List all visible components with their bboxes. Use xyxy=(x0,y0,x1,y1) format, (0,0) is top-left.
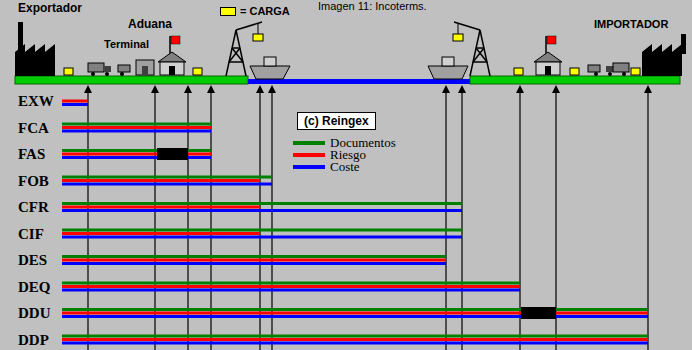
incoterm-code: EXW xyxy=(18,93,54,109)
cargo-box xyxy=(253,34,263,41)
transfer-block xyxy=(521,307,556,319)
incoterm-bar xyxy=(62,342,648,345)
port-crane xyxy=(454,22,490,76)
export-trucks xyxy=(88,63,130,76)
cargo-box xyxy=(193,68,202,75)
cargo-box xyxy=(64,68,73,75)
incoterm-bar xyxy=(62,209,462,212)
incoterm-bar xyxy=(62,179,260,182)
exporter-label: Exportador xyxy=(18,1,82,15)
incoterm-code: DES xyxy=(18,252,47,268)
incoterm-code: FAS xyxy=(18,146,45,162)
sea xyxy=(248,79,470,84)
terminal-label: Terminal xyxy=(104,38,149,51)
legend-text: Coste xyxy=(330,160,360,174)
incoterm-bar xyxy=(62,100,88,103)
incoterm-code: DDP xyxy=(18,332,49,348)
cargo-box xyxy=(453,34,463,41)
incoterm-bar xyxy=(62,176,272,179)
incoterm-bar xyxy=(62,236,462,239)
incoterm-bar xyxy=(62,308,648,311)
incoterm-bar xyxy=(62,206,260,209)
incoterm-bar xyxy=(62,262,446,265)
incoterm-code: DDU xyxy=(18,305,51,321)
terminal-building xyxy=(136,60,154,75)
customs-house xyxy=(534,36,562,75)
incoterm-bar xyxy=(62,156,211,159)
legend-swatch xyxy=(293,141,325,145)
incoterm-bar xyxy=(62,202,462,205)
incoterm-code: FCA xyxy=(18,120,49,136)
legend-text: = CARGA xyxy=(240,4,290,18)
transfer-block xyxy=(157,148,188,160)
customs-label: Aduana xyxy=(128,17,172,31)
incoterm-bar xyxy=(62,338,648,341)
importer-factory xyxy=(642,34,686,76)
incoterm-bar xyxy=(62,149,211,152)
exporter-factory xyxy=(15,22,55,76)
export-ship xyxy=(250,57,290,79)
cargo-box xyxy=(631,68,640,75)
incoterm-bar xyxy=(62,259,446,262)
incoterm-bar xyxy=(62,183,272,186)
incoterm-code: CIF xyxy=(18,226,44,242)
incoterm-code: DEQ xyxy=(18,279,51,295)
figure-title: Imagen 11: Incoterms. xyxy=(318,0,427,12)
incoterm-bar xyxy=(62,255,446,258)
incoterm-bar xyxy=(62,229,462,232)
incoterm-bar xyxy=(62,289,520,292)
incoterm-bar xyxy=(62,282,520,285)
legend-swatch xyxy=(220,7,236,16)
copyright-box: (c) Reingex xyxy=(297,112,376,130)
import-ground xyxy=(470,76,680,84)
incoterm-bar xyxy=(62,315,648,318)
legend-swatch xyxy=(293,165,325,169)
import-trucks xyxy=(588,63,629,76)
legend-swatch xyxy=(293,153,325,157)
customs-house xyxy=(158,36,186,75)
incoterm-bar xyxy=(62,103,88,106)
incoterm-bar xyxy=(62,285,520,288)
incoterm-bar xyxy=(62,130,211,133)
cargo-box xyxy=(514,68,523,75)
incoterm-code: CFR xyxy=(18,199,49,215)
incoterm-bar xyxy=(62,232,260,235)
incoterm-bar xyxy=(62,335,648,338)
importer-label: IMPORTADOR xyxy=(594,18,668,31)
export-ground xyxy=(15,76,248,84)
cargo-box xyxy=(570,68,579,75)
incoterm-bar xyxy=(62,126,211,129)
incoterm-bar xyxy=(62,153,211,156)
incoterm-bar xyxy=(62,123,211,126)
import-ship xyxy=(428,57,468,79)
incoterm-bar xyxy=(62,312,648,315)
incoterm-code: FOB xyxy=(18,173,49,189)
